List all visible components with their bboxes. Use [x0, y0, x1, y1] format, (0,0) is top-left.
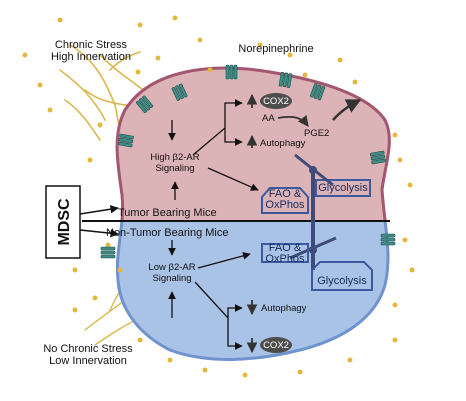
cell-normal-half	[115, 221, 390, 361]
norepinephrine-label: Norepinephrine	[238, 43, 313, 55]
b2-adrenergic-receptor-icon	[100, 64, 396, 259]
tumor-bearing-label: Tumor Bearing Mice	[118, 207, 217, 219]
autophagy-top-label: Autophagy	[260, 138, 306, 149]
fao-bottom-label: FAO &OxPhos	[265, 242, 305, 265]
cox2-top-label: COX2	[263, 96, 289, 107]
aa-label: AA	[262, 113, 275, 124]
glycolysis-bottom-label: Glycolysis	[317, 275, 367, 287]
cox2-enzyme-icon	[260, 93, 292, 109]
fao-box-top	[261, 187, 309, 214]
cox2-enzyme-icon	[260, 337, 292, 353]
glycolysis-top-label: Glycolysis	[318, 182, 368, 194]
fao-top-label: FAO &OxPhos	[265, 188, 305, 211]
non-tumor-bearing-label: Non-Tumor Bearing Mice	[106, 227, 228, 239]
glycolysis-box-bottom	[311, 261, 373, 291]
glycolysis-box-top	[315, 179, 371, 197]
mdsc-label: MDSC	[56, 198, 73, 246]
cox2-bottom-label: COX2	[263, 340, 289, 351]
mdsc-box	[45, 185, 81, 259]
pge2-label: PGE2	[304, 128, 329, 139]
norepinephrine-molecule-icon	[22, 15, 415, 378]
fao-box-bottom	[261, 243, 309, 263]
autophagy-bottom-label: Autophagy	[261, 303, 307, 314]
